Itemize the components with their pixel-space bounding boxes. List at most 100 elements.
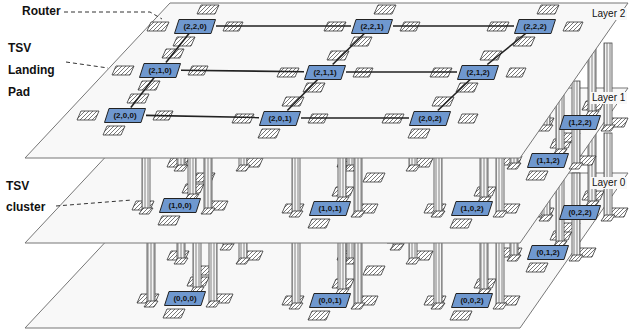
router: (1,0,1): [309, 201, 351, 216]
router-label: (2,2,1): [351, 19, 393, 34]
router-label: (1,0,1): [309, 201, 351, 216]
router-label: (1,2,2): [559, 115, 601, 130]
tsv-landing-pad: [537, 5, 559, 14]
router-body: [560, 115, 601, 129]
router-body: [452, 293, 493, 307]
tsv-landing-pad: [450, 219, 472, 228]
tsv-landing-pad: [506, 68, 526, 77]
tsv-landing-pad: [289, 211, 303, 217]
router-label: (2,1,0): [139, 63, 181, 78]
router-label: (2,0,0): [104, 108, 146, 123]
tsv-landing-pad: [206, 301, 220, 307]
mesh-link: [287, 80, 317, 111]
router: (2,2,0): [174, 19, 216, 34]
router-label: (0,0,1): [309, 293, 351, 308]
mesh-link: [438, 80, 470, 111]
callout-label: Router: [22, 4, 61, 19]
mesh-link: [346, 71, 457, 73]
tsv-landing-pad: [236, 258, 250, 264]
tsv-landing-pad: [289, 303, 303, 309]
tsv-landing-pad: [507, 163, 521, 169]
router: (2,1,1): [304, 65, 346, 80]
tsv-landing-pad: [277, 68, 299, 77]
tsv-landing-pad: [526, 263, 548, 272]
router: (1,2,2): [559, 115, 601, 130]
tsv-landing-pad: [406, 258, 420, 264]
mesh-link: [301, 117, 409, 119]
tsv-landing-pad: [374, 5, 396, 14]
router: (2,2,1): [351, 19, 393, 34]
router-label: (2,0,2): [409, 111, 451, 126]
tsv-landing-pad: [147, 22, 169, 31]
router-body: [458, 65, 499, 79]
router-body: [175, 19, 216, 33]
tsv-landing-pad: [308, 311, 330, 320]
tsv-landing-pad: [236, 165, 250, 171]
router-label: (2,2,0): [174, 19, 216, 34]
tsv-landing-pad: [163, 309, 185, 318]
mesh-link: [166, 34, 189, 63]
router-body: [528, 245, 569, 259]
tsv-landing-pad: [363, 173, 385, 182]
router-label: (0,0,2): [451, 293, 493, 308]
router: (0,0,1): [309, 293, 351, 308]
router: (1,0,0): [159, 198, 201, 213]
tsv-landing-pad: [539, 215, 553, 221]
router-body: [165, 291, 206, 305]
tsv-landing-pad: [220, 244, 234, 250]
tsv-pillar: [604, 43, 612, 128]
tsv-landing-pad: [201, 208, 215, 214]
tsv-landing-pad: [103, 126, 125, 135]
tsv-landing-pad: [563, 22, 583, 31]
router-body: [352, 19, 393, 33]
router-label: (1,0,0): [159, 198, 201, 213]
router: (1,0,2): [451, 201, 493, 216]
router: (2,0,0): [104, 108, 146, 123]
router-body: [310, 201, 351, 215]
router: (0,2,2): [559, 205, 601, 220]
router: (2,1,2): [457, 65, 499, 80]
router-body: [140, 63, 181, 77]
tsv-landing-pad: [450, 311, 472, 320]
router-label: (1,1,2): [527, 153, 569, 168]
router-label: (2,2,2): [514, 19, 556, 34]
tsv-landing-pad: [526, 171, 548, 180]
tsv-landing-pad: [507, 255, 521, 261]
router-label: (2,1,2): [457, 65, 499, 80]
router: (0,0,0): [164, 291, 206, 306]
mesh-link: [333, 34, 365, 65]
tsv-landing-pad: [569, 163, 583, 169]
tsv-pillar: [604, 133, 612, 218]
tsv-landing-pad: [139, 208, 153, 214]
tsv-landing-pad: [351, 303, 365, 309]
router-body: [305, 65, 346, 79]
mesh-link: [181, 70, 304, 71]
callout-label: TSV Landing Pad: [8, 37, 66, 103]
tsv-landing-pad: [408, 129, 430, 138]
router-body: [515, 19, 556, 33]
leader-line: [56, 200, 132, 206]
callout-label: TSV cluster: [6, 176, 54, 218]
tsv-landing-pad: [158, 216, 180, 225]
router-label: (2,0,1): [259, 111, 301, 126]
router-label: (0,0,0): [164, 291, 206, 306]
router-label: (2,1,1): [304, 65, 346, 80]
layer-label: Layer 2: [590, 8, 627, 20]
tsv-landing-pad: [144, 301, 158, 307]
router: (1,1,2): [527, 153, 569, 168]
tsv-landing-pad: [174, 258, 188, 264]
router-label: (0,2,2): [559, 205, 601, 220]
router: (2,0,2): [409, 111, 451, 126]
leader-line: [64, 12, 162, 19]
tsv-landing-pad: [197, 5, 219, 14]
layer-label: Layer 0: [590, 177, 627, 189]
layer-label: Layer 1: [590, 92, 627, 104]
tsv-landing-pad: [493, 211, 507, 217]
tsv-landing-pad: [406, 165, 420, 171]
tsv-landing-pad: [390, 244, 404, 250]
tsv-landing-pad: [173, 37, 195, 46]
tsv-landing-pad: [431, 303, 445, 309]
mesh-link: [146, 115, 259, 117]
leader-line: [66, 62, 108, 68]
